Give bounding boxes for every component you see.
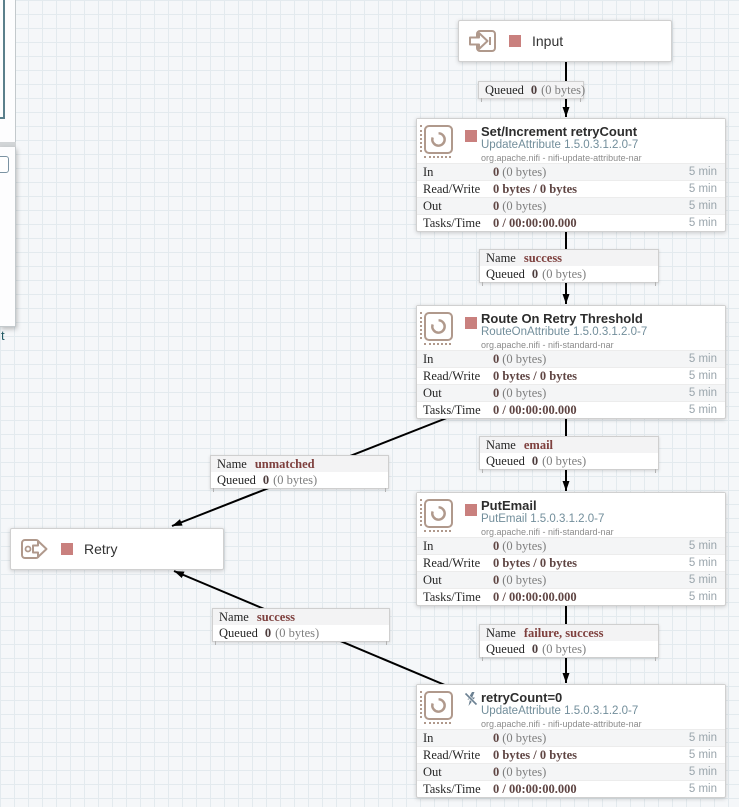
disabled-state-icon — [464, 691, 478, 707]
port-label: Retry — [84, 541, 118, 557]
process-group-icon — [0, 156, 9, 173]
stopped-state-icon — [61, 543, 73, 555]
input-port-input[interactable]: Input — [458, 20, 672, 62]
processor-set-increment-retrycount[interactable]: Set/Increment retryCount UpdateAttribute… — [416, 118, 726, 232]
port-label: Input — [532, 33, 564, 49]
processor-name: Set/Increment retryCount — [481, 124, 638, 139]
processor-route-on-retry-threshold[interactable]: Route On Retry Threshold RouteOnAttribut… — [416, 305, 726, 419]
processor-bundle: org.apache.nifi - nifi-standard-nar — [481, 526, 614, 537]
processor-header: PutEmail PutEmail 1.5.0.3.1.2.0-7 org.ap… — [417, 493, 725, 537]
operate-palette-text-fragment: t — [1, 328, 5, 343]
processor-type-version: RouteOnAttribute 1.5.0.3.1.2.0-7 — [481, 326, 648, 339]
processor-retrycount-0[interactable]: retryCount=0 UpdateAttribute 1.5.0.3.1.2… — [416, 684, 726, 798]
stopped-state-icon — [465, 130, 477, 142]
processor-header: retryCount=0 UpdateAttribute 1.5.0.3.1.2… — [417, 685, 725, 729]
processor-putemail[interactable]: PutEmail PutEmail 1.5.0.3.1.2.0-7 org.ap… — [416, 492, 726, 606]
output-port-retry[interactable]: Retry — [10, 528, 224, 570]
stopped-state-icon — [509, 35, 521, 47]
navigate-palette-fragment — [0, 0, 16, 143]
processor-stamp-icon — [420, 499, 453, 532]
processor-header: Route On Retry Threshold RouteOnAttribut… — [417, 306, 725, 350]
processor-stamp-icon — [420, 125, 453, 158]
processor-name: Route On Retry Threshold — [481, 311, 643, 326]
processor-bundle: org.apache.nifi - nifi-update-attribute-… — [481, 718, 642, 729]
processor-name: PutEmail — [481, 498, 537, 513]
processor-name: retryCount=0 — [481, 690, 563, 705]
processor-stamp-icon — [420, 312, 453, 345]
stopped-state-icon — [465, 317, 477, 329]
output-port-icon — [21, 539, 48, 559]
processor-type-version: UpdateAttribute 1.5.0.3.1.2.0-7 — [481, 705, 639, 718]
operate-palette-fragment: t — [0, 147, 16, 343]
processor-bundle: org.apache.nifi - nifi-update-attribute-… — [481, 152, 642, 163]
processor-type-version: UpdateAttribute 1.5.0.3.1.2.0-7 — [481, 139, 639, 152]
palette-divider — [0, 142, 16, 147]
processor-bundle: org.apache.nifi - nifi-standard-nar — [481, 339, 614, 350]
minimap-viewport-fragment — [0, 0, 5, 119]
processor-type-version: PutEmail 1.5.0.3.1.2.0-7 — [481, 513, 605, 526]
input-port-icon — [469, 30, 496, 52]
processor-header: Set/Increment retryCount UpdateAttribute… — [417, 119, 725, 163]
stopped-state-icon — [465, 504, 477, 516]
processor-stamp-icon — [420, 691, 453, 724]
